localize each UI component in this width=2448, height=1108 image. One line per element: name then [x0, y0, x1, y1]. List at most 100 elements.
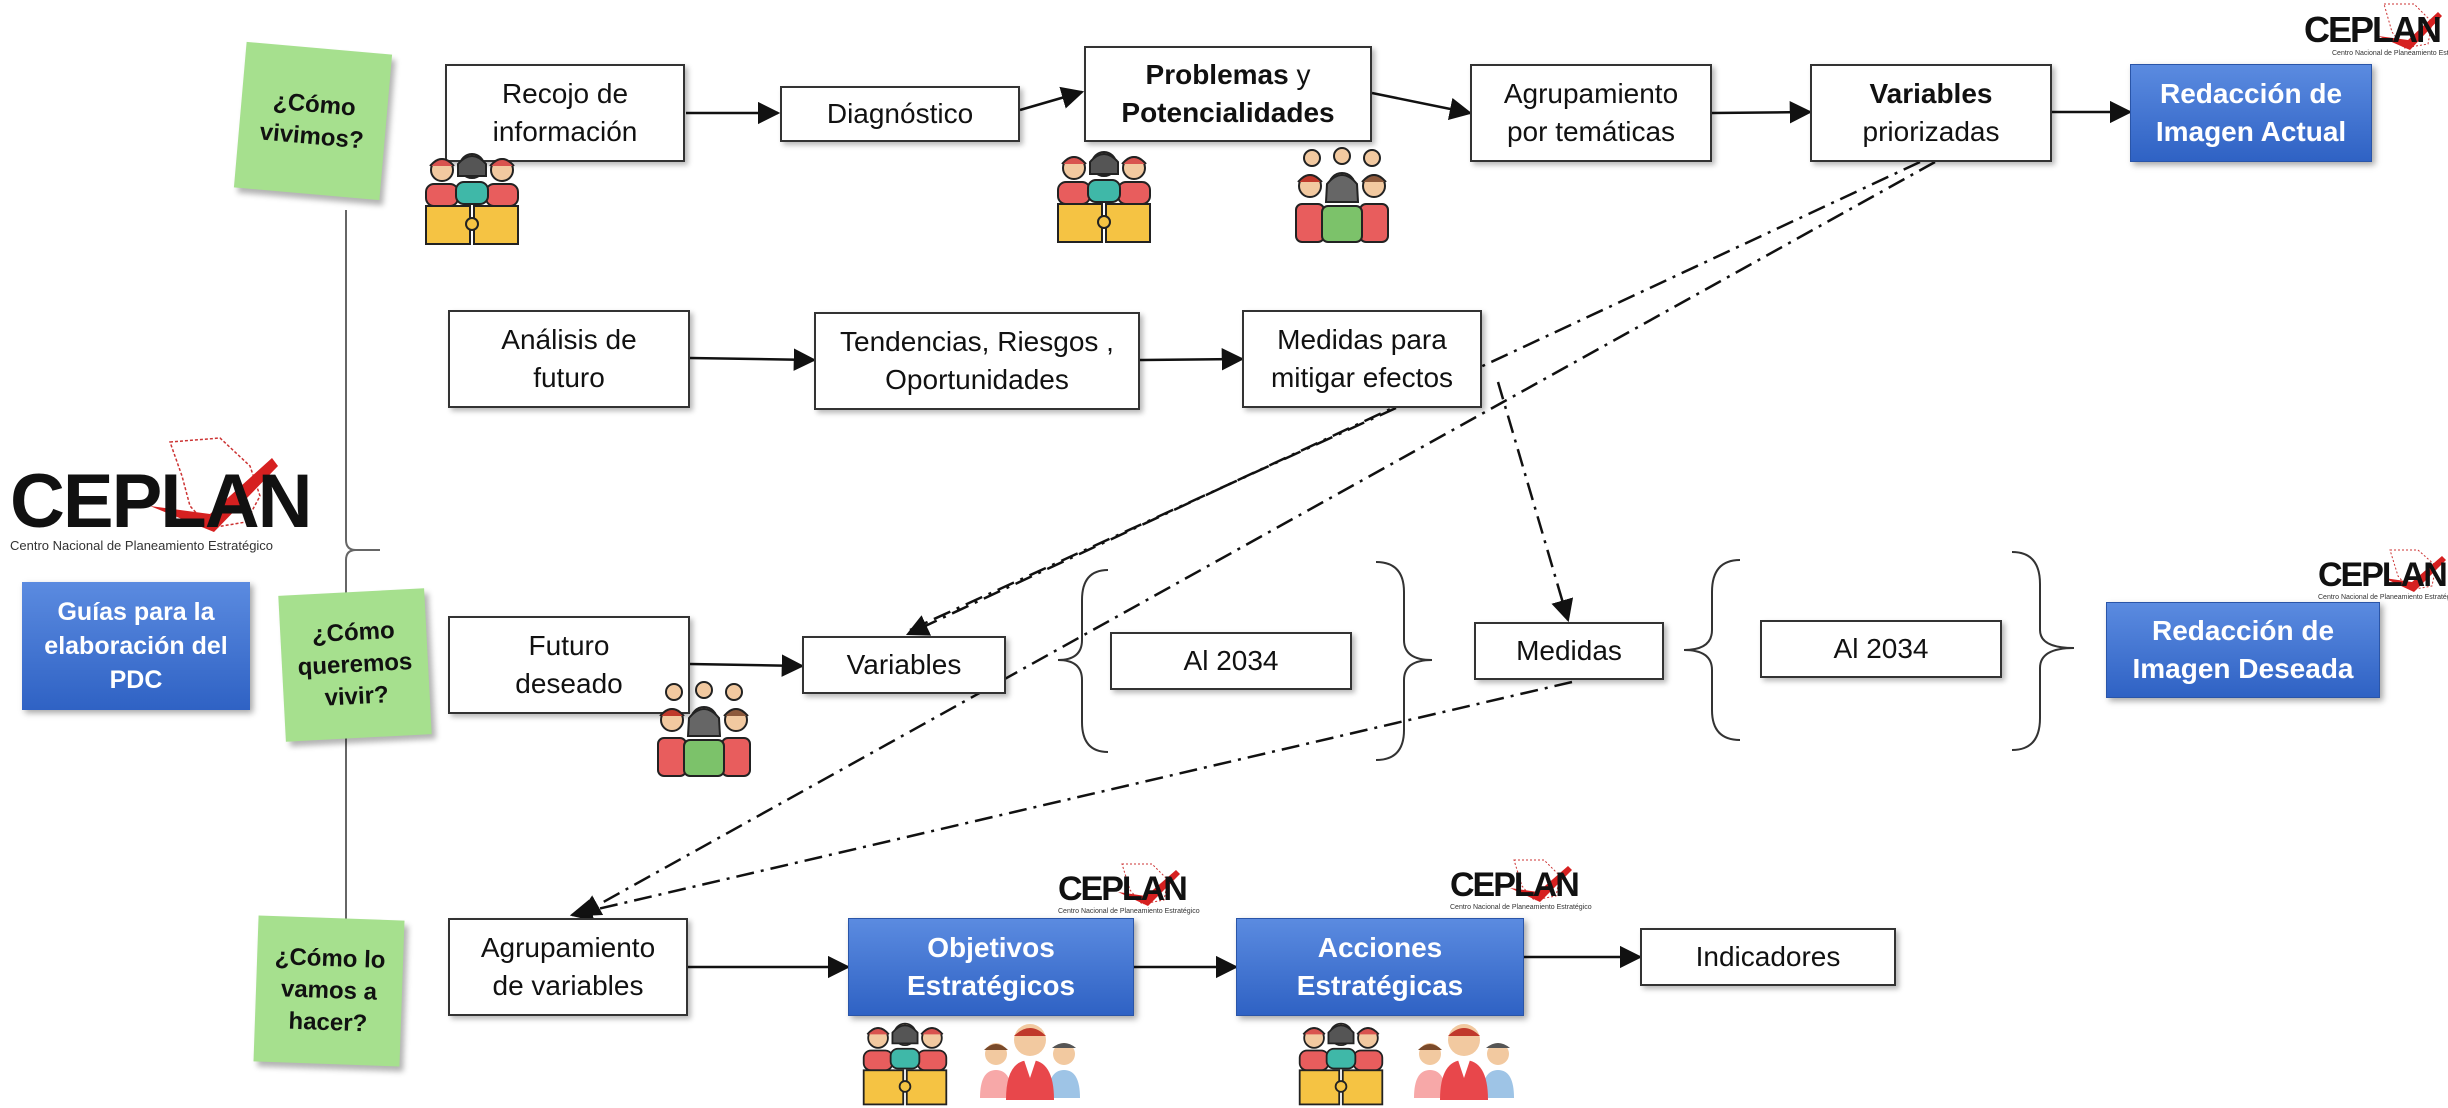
note-line: hacer? — [288, 1007, 368, 1038]
box-line: Al 2034 — [1183, 645, 1279, 676]
note-como-lo-vamos-a-hacer: ¿Cómo lo vamos a hacer? — [253, 915, 405, 1067]
box-line: Diagnóstico — [826, 98, 974, 129]
acciones-estrategicas-box: Acciones Estratégicas — [1236, 918, 1524, 1016]
dashdot-medidas-to-medidas — [1496, 381, 1574, 623]
variables-rest: priorizadas — [1862, 116, 2000, 147]
ceplan-logo-main: CEPLAN Centro Nacional de Planeamiento E… — [10, 436, 312, 560]
variables-box: Variables — [802, 636, 1006, 694]
box-line: Acciones — [1317, 932, 1443, 963]
arrow-tendencias-medidas — [1139, 347, 1245, 371]
team-puzzle-icon — [1057, 151, 1151, 243]
al-2034-box-a: Al 2034 — [1110, 632, 1352, 690]
box-line: Redacción de — [2159, 78, 2343, 109]
box-line: Futuro — [528, 630, 610, 661]
guias-pdc-badge: Guías para la elaboración del PDC — [22, 582, 250, 710]
indicadores-box: Indicadores — [1640, 928, 1896, 986]
box-line: Objetivos — [927, 932, 1055, 963]
ceplan-logo-small-right: CEPLAN Centro Nacional de Planeamiento E… — [2318, 548, 2448, 604]
box-line: Agrupamiento — [480, 932, 656, 963]
problemas-potencialidades-box: Problemas y Potencialidades — [1084, 46, 1372, 142]
variables-bold: Variables — [1869, 78, 1993, 109]
analisis-futuro-box: Análisis de futuro — [448, 310, 690, 408]
team-puzzle-icon — [862, 1022, 948, 1106]
box-line: Indicadores — [1695, 941, 1841, 972]
medidas-box: Medidas — [1474, 622, 1664, 680]
arrow-agrupamiento-variables — [1711, 100, 1813, 124]
box-line: Redacción de — [2151, 615, 2335, 646]
team-puzzle-icon — [425, 153, 519, 245]
brace-right-a — [1375, 561, 1433, 761]
medidas-mitigar-box: Medidas para mitigar efectos — [1242, 310, 1482, 408]
agrupamiento-variables-box: Agrupamiento de variables — [448, 918, 688, 1016]
box-line: Estratégicas — [1296, 970, 1464, 1001]
brace-left-a — [1057, 569, 1109, 753]
variables-priorizadas-box: Variables priorizadas — [1810, 64, 2052, 162]
logo-subtitle: Centro Nacional de Planeamiento Estratég… — [2318, 594, 2448, 601]
box-line: Agrupamiento — [1503, 78, 1679, 109]
diagnostico-box: Diagnóstico — [780, 86, 1020, 142]
logo-word: CEPLAN — [2304, 9, 2442, 50]
logo-word: CEPLAN — [10, 459, 312, 544]
objetivos-estrategicos-box: Objetivos Estratégicos — [848, 918, 1134, 1016]
box-line: Medidas — [1516, 635, 1622, 666]
arrow-problemas-agrupamiento — [1371, 91, 1473, 120]
box-line: Al 2034 — [1833, 633, 1929, 664]
box-line: por temáticas — [1506, 116, 1676, 147]
logo-subtitle: Centro Nacional de Planeamiento Estratég… — [2332, 50, 2448, 57]
box-line: Imagen Actual — [2155, 116, 2347, 147]
brace-right-b — [2011, 551, 2075, 751]
arrow-analisis-tendencias — [689, 348, 817, 371]
ceplan-logo-small-objetivos: CEPLAN Centro Nacional de Planeamiento E… — [1058, 862, 1200, 918]
note-como-queremos-vivir: ¿Cómo queremos vivir? — [278, 588, 432, 742]
group-icon — [1414, 1024, 1514, 1100]
brace-left-b — [1683, 559, 1741, 741]
ceplan-logo-small-top-right: CEPLAN Centro Nacional de Planeamiento E… — [2304, 2, 2448, 62]
logo-subtitle: Centro Nacional de Planeamiento Estratég… — [1058, 908, 1200, 915]
box-line: futuro — [533, 362, 605, 393]
guide-line: Guías para la — [57, 598, 215, 626]
note-line: queremos — [296, 648, 413, 681]
arrow-futuro-variables — [689, 654, 805, 677]
dashdot-medidas-to-variables — [909, 406, 1397, 632]
note-line: vamos a — [280, 975, 378, 1006]
team-puzzle-icon — [1298, 1022, 1384, 1106]
arrow-diagnostico-problemas — [1019, 86, 1085, 112]
box-line: Variables — [846, 649, 962, 680]
tendencias-riesgos-box: Tendencias, Riesgos , Oportunidades — [814, 312, 1140, 410]
box-line: de variables — [492, 970, 644, 1001]
logo-word: CEPLAN — [1450, 866, 1580, 904]
potencialidades-label: Potencialidades — [1121, 97, 1335, 128]
box-line: mitigar efectos — [1270, 362, 1454, 393]
note-line: ¿Cómo lo — [274, 943, 386, 974]
box-line: Imagen Deseada — [2132, 653, 2354, 684]
logo-subtitle: Centro Nacional de Planeamiento Estratég… — [10, 538, 274, 553]
box-line: deseado — [515, 668, 623, 699]
redaccion-imagen-actual-box: Redacción de Imagen Actual — [2130, 64, 2372, 162]
redaccion-imagen-deseada-box: Redacción de Imagen Deseada — [2106, 602, 2380, 698]
group-icon — [980, 1024, 1080, 1100]
box-line: Medidas para — [1277, 324, 1447, 355]
agrupamiento-tematicas-box: Agrupamiento por temáticas — [1470, 64, 1712, 162]
recojo-informacion-box: Recojo de información — [445, 64, 685, 162]
dashdot-variables-to-agrupvar — [578, 160, 1936, 917]
note-line: vivir? — [323, 681, 390, 712]
guide-line: elaboración del — [44, 632, 228, 660]
ceplan-logo-small-acciones: CEPLAN Centro Nacional de Planeamiento E… — [1450, 858, 1592, 914]
box-line: información — [492, 116, 638, 147]
problemas-rest: y — [1288, 59, 1311, 90]
logo-word: CEPLAN — [1058, 870, 1188, 908]
note-como-vivimos: ¿Cómo vivimos? — [233, 41, 393, 201]
crowd-icon — [657, 681, 751, 777]
note-line: ¿Cómo — [311, 616, 396, 649]
crowd-icon — [1295, 147, 1389, 243]
box-line: Oportunidades — [885, 364, 1069, 395]
futuro-deseado-box: Futuro deseado — [448, 616, 690, 714]
box-line: Recojo de — [501, 78, 629, 109]
box-line: Tendencias, Riesgos , — [840, 326, 1114, 357]
problemas-bold: Problemas — [1145, 59, 1289, 90]
logo-word: CEPLAN — [2318, 556, 2448, 594]
al-2034-box-b: Al 2034 — [1760, 620, 2002, 678]
guide-line: PDC — [109, 666, 163, 694]
logo-subtitle: Centro Nacional de Planeamiento Estratég… — [1450, 904, 1592, 911]
